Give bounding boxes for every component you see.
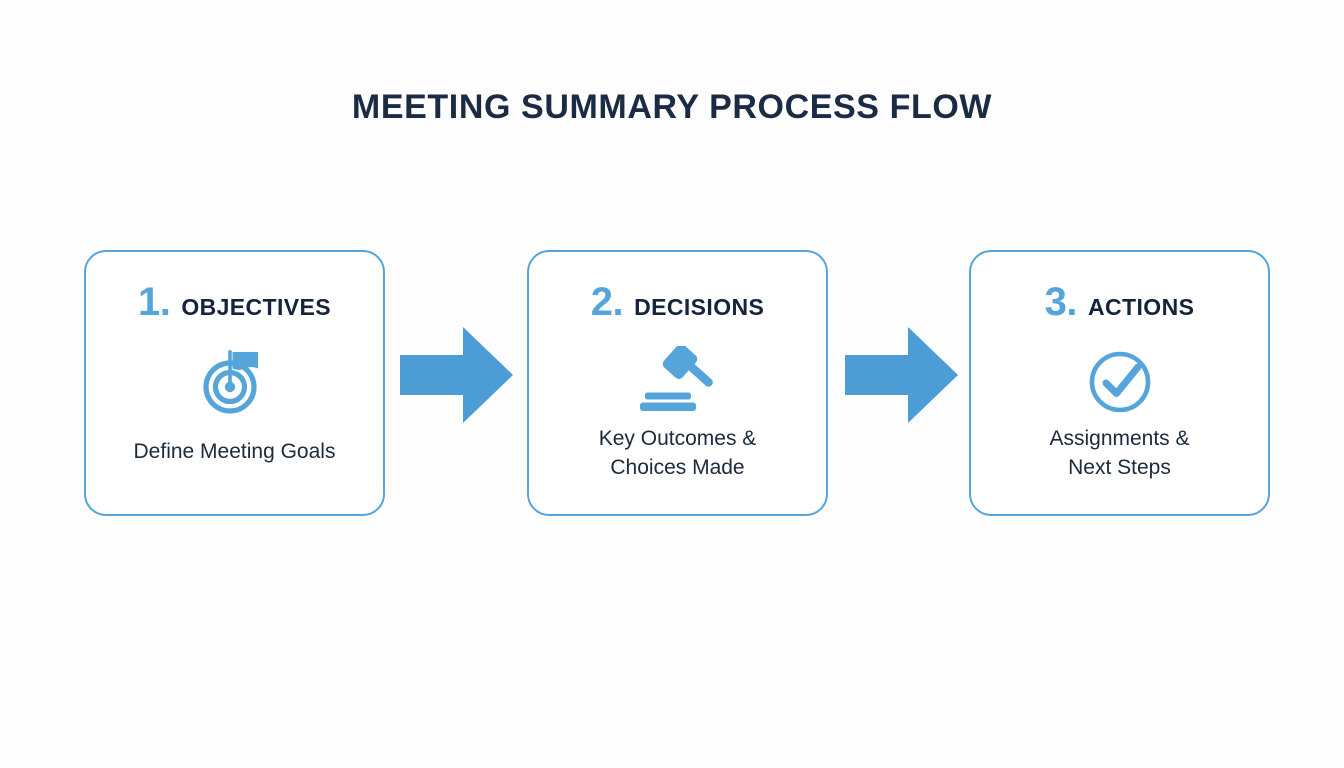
flow-connector-2 xyxy=(845,327,958,423)
step-icon-wrapper xyxy=(971,344,1268,416)
process-step-card-objectives[interactable]: 1. OBJECTIVES Define Meeting Goals xyxy=(84,250,385,516)
arrow-right-icon xyxy=(400,327,513,423)
check-circle-icon xyxy=(1089,351,1150,413)
step-description: Define Meeting Goals xyxy=(133,440,336,463)
step-title: ACTIONS xyxy=(1088,294,1195,320)
process-flow-diagram: 1. OBJECTIVES Define Meeting Goals 2. DE xyxy=(84,250,1270,516)
card-header: 3. ACTIONS xyxy=(971,282,1268,326)
process-step-card-actions[interactable]: 3. ACTIONS Assignments & Next Steps xyxy=(969,250,1270,516)
card-header: 2. DECISIONS xyxy=(529,282,826,326)
step-description: Assignments & Next Steps xyxy=(1049,427,1190,479)
step-title: DECISIONS xyxy=(634,294,765,320)
flow-connector-1 xyxy=(400,327,513,423)
step-number: 2. xyxy=(590,280,624,324)
step-title: OBJECTIVES xyxy=(181,294,332,320)
target-flag-icon xyxy=(202,350,258,414)
page-title: MEETING SUMMARY PROCESS FLOW xyxy=(351,88,993,126)
step-description: Key Outcomes & Choices Made xyxy=(598,427,757,479)
card-header: 1. OBJECTIVES xyxy=(86,282,383,326)
arrow-right-icon xyxy=(845,327,958,423)
step-icon-wrapper xyxy=(86,344,383,416)
process-step-card-decisions[interactable]: 2. DECISIONS Key Outcomes & Choices Made xyxy=(527,250,828,516)
step-number: 1. xyxy=(137,280,171,324)
step-icon-wrapper xyxy=(529,344,826,416)
step-number: 3. xyxy=(1044,280,1078,324)
gavel-icon xyxy=(639,346,713,411)
